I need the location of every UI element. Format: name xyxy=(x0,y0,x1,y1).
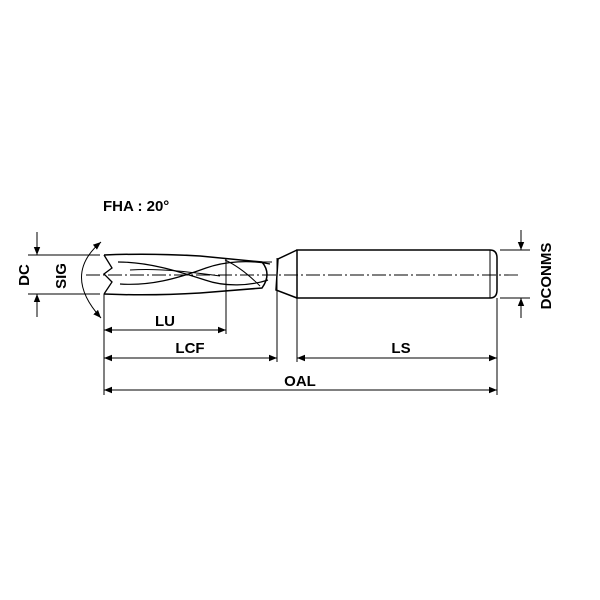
dconms-dimension: DCONMS xyxy=(517,230,555,318)
neck-outline xyxy=(275,249,298,299)
flute-outline xyxy=(103,253,268,296)
lcf-dimension: LCF xyxy=(104,340,277,362)
sig-dimension: SIG xyxy=(53,241,102,319)
shank-outline xyxy=(296,249,498,299)
lu-label: LU xyxy=(155,313,175,330)
ls-label: LS xyxy=(391,340,410,357)
sig-label: SIG xyxy=(53,263,70,289)
dc-dimension: DC xyxy=(16,232,41,317)
flute-helix-4 xyxy=(224,259,261,287)
ls-dimension: LS xyxy=(297,340,497,362)
dc-label: DC xyxy=(16,264,33,286)
flute-helix-1 xyxy=(117,261,269,286)
oal-dimension: OAL xyxy=(104,373,497,394)
fha-label: FHA : 20° xyxy=(103,198,169,215)
drill-point xyxy=(103,254,113,295)
lcf-label: LCF xyxy=(175,340,204,357)
flute-helix-2 xyxy=(119,261,271,285)
extension-lines xyxy=(28,249,530,395)
flute-helix-3 xyxy=(129,268,221,277)
lu-dimension: LU xyxy=(104,313,226,334)
drill-body xyxy=(103,249,498,299)
dconms-label: DCONMS xyxy=(538,243,555,310)
oal-label: OAL xyxy=(284,373,316,390)
